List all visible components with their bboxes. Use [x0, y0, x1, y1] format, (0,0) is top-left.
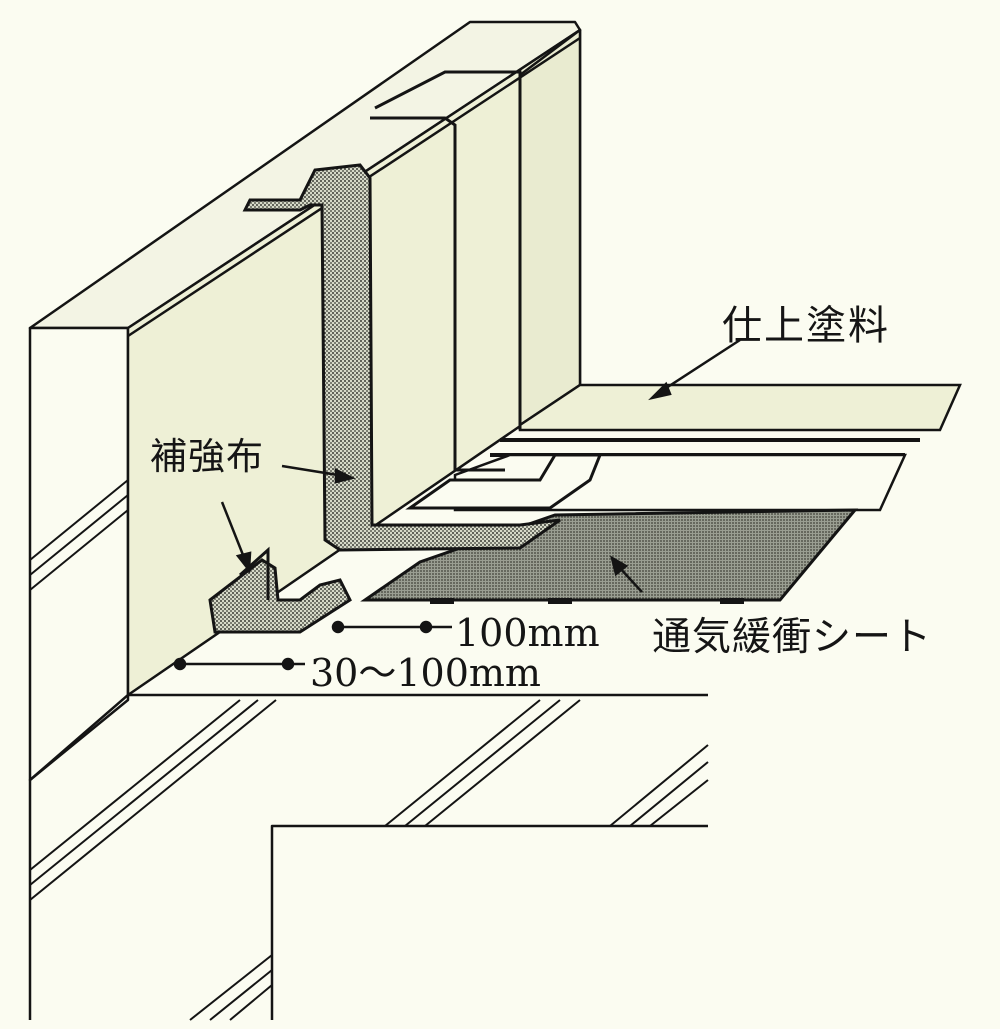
parapet-end-face [518, 28, 582, 427]
slab-under-edge [28, 694, 129, 1020]
reinforcing-cloth-label: 補強布 [150, 435, 264, 478]
wall-coating-layers [370, 70, 603, 510]
finish-coating-label: 仕上塗料 [722, 303, 890, 349]
cloth-range-dimension: 30～100mm [310, 651, 541, 695]
leader-lines [220, 338, 741, 593]
dimension-lines [173, 620, 452, 671]
parapet-outer-face [28, 326, 130, 782]
sheet-hatch-marks [430, 598, 744, 604]
ventilation-sheet [360, 508, 859, 602]
hatch-lines [29, 479, 709, 1021]
sheet-overlap-dimension: 100mm [455, 611, 600, 655]
lower-wall-opening [270, 824, 708, 1020]
ventilation-sheet-label: 通気緩衝シート [652, 615, 933, 660]
